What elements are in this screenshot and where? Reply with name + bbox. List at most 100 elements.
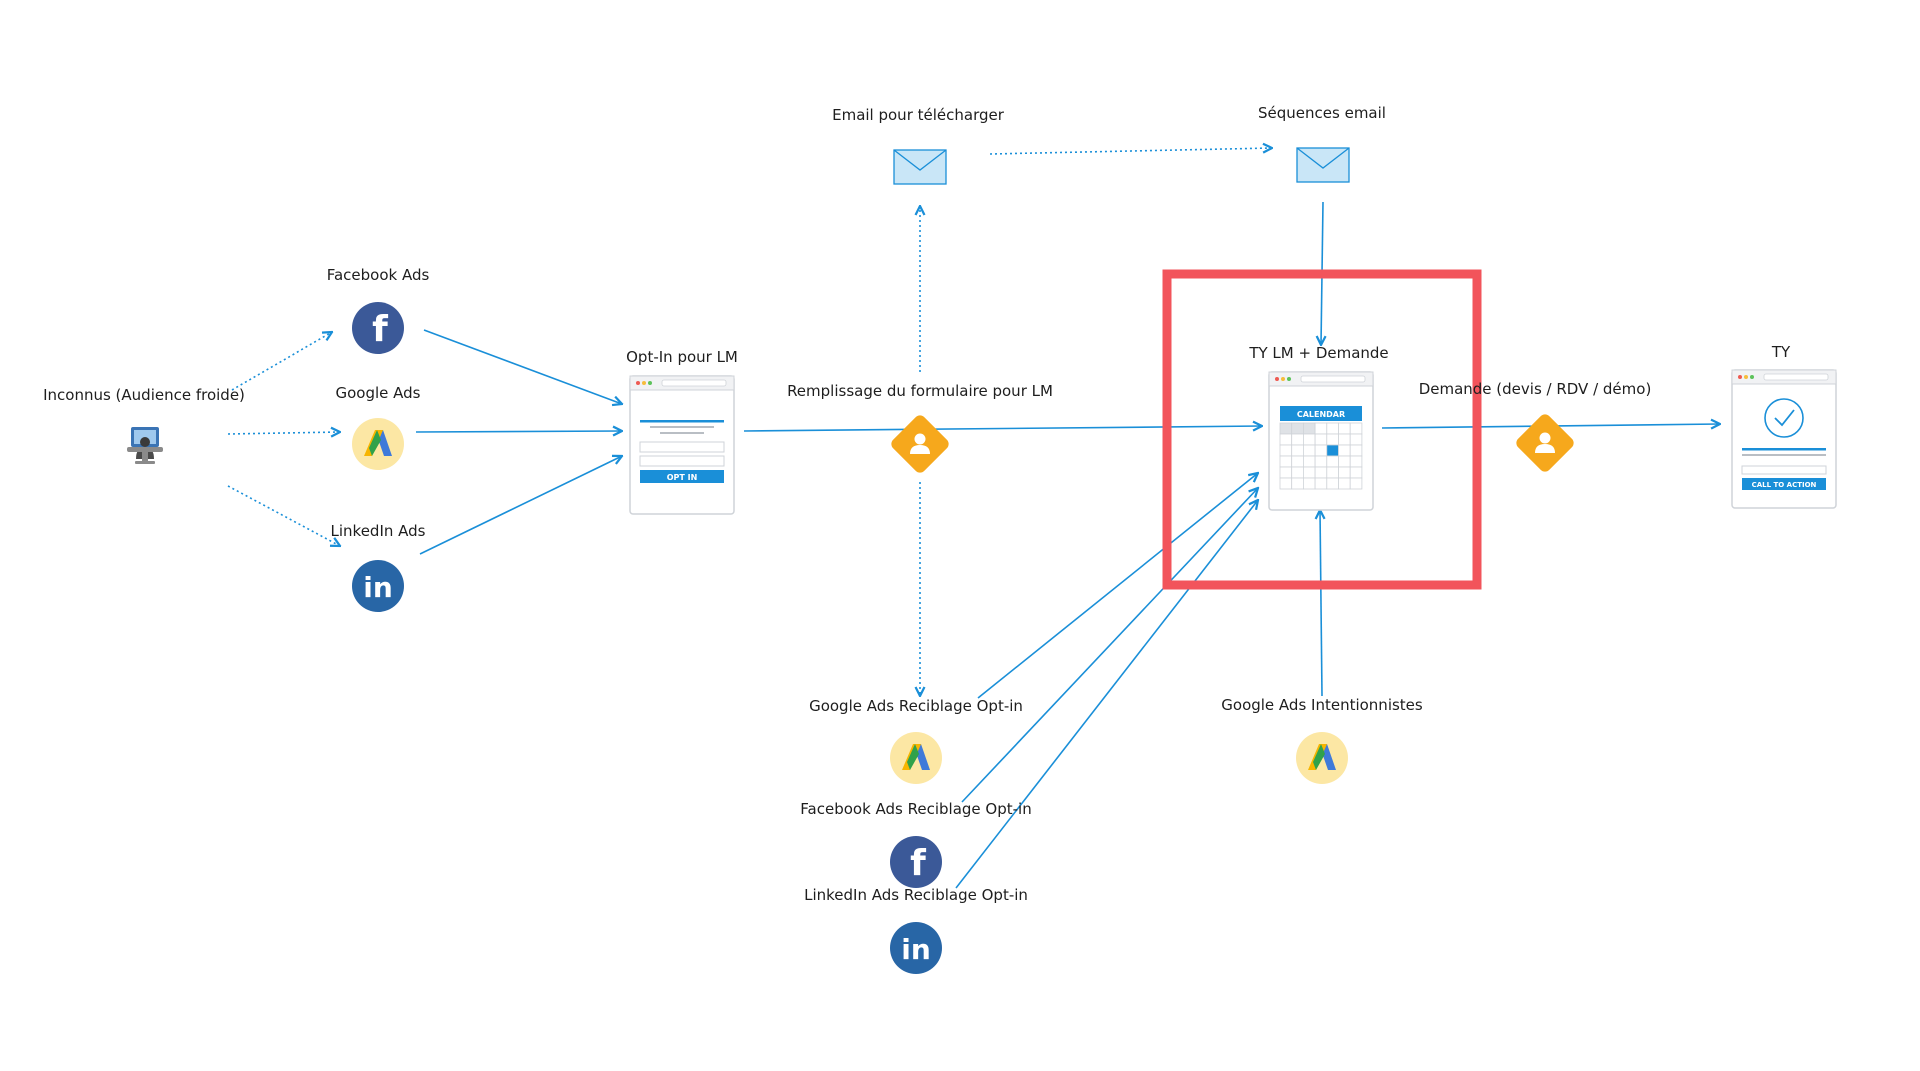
- conversion-diamond-icon: [891, 415, 949, 473]
- google-retarget-node[interactable]: [890, 732, 942, 784]
- calendar-cell: [1314, 422, 1328, 435]
- calendar-cell: [1326, 422, 1339, 435]
- form-fill-label: Remplissage du formulaire pour LM: [787, 382, 1053, 400]
- calendar-cell: [1291, 477, 1304, 490]
- calendar-cell: [1338, 455, 1351, 468]
- svg-text:f: f: [372, 309, 388, 350]
- google-intent-node[interactable]: [1296, 732, 1348, 784]
- connector-intent-tylm: [1320, 510, 1322, 697]
- email-sequences-node[interactable]: [1296, 147, 1350, 183]
- calendar-cell: [1349, 444, 1363, 457]
- google-ads-icon: [890, 732, 942, 784]
- calendar-page-icon: CALENDAR: [1268, 371, 1374, 511]
- calendar-cell: [1291, 444, 1304, 457]
- calendar-cell: [1279, 433, 1293, 446]
- email-download-label: Email pour télécharger: [832, 106, 1004, 124]
- google-ads-icon: [1296, 732, 1348, 784]
- connector-optin-tylm: [743, 426, 1262, 432]
- linkedin-retarget-label: LinkedIn Ads Reciblage Opt-in: [804, 886, 1028, 904]
- request-node[interactable]: [1514, 412, 1576, 474]
- facebook-icon: f: [890, 836, 942, 888]
- email-sequences-label: Séquences email: [1258, 104, 1386, 122]
- ty-lm-request-label: TY LM + Demande: [1249, 344, 1389, 362]
- audience-person-icon: [127, 427, 163, 464]
- connector-audience-facebook: [231, 332, 332, 391]
- calendar-cell: [1326, 455, 1339, 468]
- linkedin-ads-label: LinkedIn Ads: [330, 522, 426, 540]
- calendar-cell: [1303, 433, 1316, 446]
- calendar-cell: [1326, 433, 1339, 446]
- linkedin-ads-node[interactable]: in: [352, 560, 404, 612]
- cold-audience-label: Inconnus (Audience froide): [43, 386, 245, 404]
- calendar-cell: [1291, 455, 1304, 468]
- calendar-cell: [1314, 444, 1328, 457]
- facebook-retarget-node[interactable]: f: [890, 836, 942, 888]
- connector-facebook-retarget-tylm: [961, 488, 1258, 803]
- calendar-cell: [1326, 477, 1339, 490]
- calendar-cell: [1303, 455, 1316, 468]
- connector-linkedin-optin: [419, 456, 622, 555]
- calendar-cell: [1279, 444, 1293, 457]
- optin-page-label: Opt-In pour LM: [626, 348, 738, 366]
- connector-email-sequences: [989, 148, 1272, 155]
- connector-audience-linkedin: [227, 485, 340, 546]
- form-fill-node[interactable]: [889, 413, 951, 475]
- calendar-cell: [1279, 466, 1293, 479]
- facebook-icon: f: [352, 302, 404, 354]
- connector-linkedin-retarget-tylm: [955, 500, 1258, 889]
- calendar-grid: [1279, 422, 1363, 490]
- calendar-cell: [1314, 455, 1328, 468]
- calendar-cell: [1338, 477, 1351, 490]
- ty-node[interactable]: CALL TO ACTION: [1731, 369, 1837, 509]
- facebook-retarget-label: Facebook Ads Reciblage Opt-in: [800, 800, 1032, 818]
- calendar-cell: [1314, 466, 1328, 479]
- email-download-node[interactable]: [893, 149, 947, 185]
- calendar-cell: [1291, 422, 1304, 435]
- calendar-cell: [1326, 466, 1339, 479]
- connector-facebook-optin: [423, 329, 622, 404]
- calendar-cell: [1303, 477, 1316, 490]
- linkedin-retarget-node[interactable]: in: [890, 922, 942, 974]
- calendar-cell: [1326, 444, 1339, 457]
- google-retarget-label: Google Ads Reciblage Opt-in: [809, 697, 1023, 715]
- svg-text:in: in: [363, 571, 393, 604]
- linkedin-icon: in: [890, 922, 942, 974]
- svg-text:in: in: [901, 933, 931, 966]
- calendar-cell: [1338, 466, 1351, 479]
- calendar-cell: [1349, 477, 1363, 490]
- svg-text:f: f: [910, 843, 926, 884]
- request-label: Demande (devis / RDV / démo): [1418, 380, 1652, 398]
- calendar-cell: [1279, 422, 1293, 435]
- calendar-cell: [1279, 477, 1293, 490]
- facebook-ads-node[interactable]: f: [352, 302, 404, 354]
- calendar-cell: [1349, 422, 1363, 435]
- ty-label: TY: [1771, 343, 1791, 361]
- envelope-icon: [893, 149, 947, 185]
- google-ads-node[interactable]: [352, 418, 404, 470]
- envelope-icon: [1296, 147, 1350, 183]
- google-intent-label: Google Ads Intentionnistes: [1221, 696, 1423, 714]
- ty-lm-request-node[interactable]: CALENDAR: [1268, 371, 1374, 511]
- calendar-cell: [1303, 444, 1316, 457]
- cold-audience-node[interactable]: [127, 427, 163, 464]
- optin-button-text: OPT IN: [667, 473, 698, 482]
- calendar-cell: [1303, 466, 1316, 479]
- facebook-ads-label: Facebook Ads: [326, 266, 430, 284]
- google-ads-label: Google Ads: [335, 384, 421, 402]
- calendar-cell: [1291, 433, 1304, 446]
- optin-page-icon: OPT IN: [629, 375, 735, 515]
- calendar-cell: [1338, 444, 1351, 457]
- calendar-cell: [1314, 433, 1328, 446]
- linkedin-icon: in: [352, 560, 404, 612]
- optin-page-node[interactable]: OPT IN: [629, 375, 735, 515]
- calendar-cell: [1338, 433, 1351, 446]
- cta-button-text: CALL TO ACTION: [1752, 481, 1817, 489]
- connectors: [227, 148, 1720, 889]
- calendar-cell: [1349, 466, 1363, 479]
- calendar-header-text: CALENDAR: [1297, 410, 1345, 419]
- calendar-cell: [1349, 433, 1363, 446]
- calendar-cell: [1279, 455, 1293, 468]
- connector-google-retarget-tylm: [977, 473, 1258, 699]
- calendar-cell: [1291, 466, 1304, 479]
